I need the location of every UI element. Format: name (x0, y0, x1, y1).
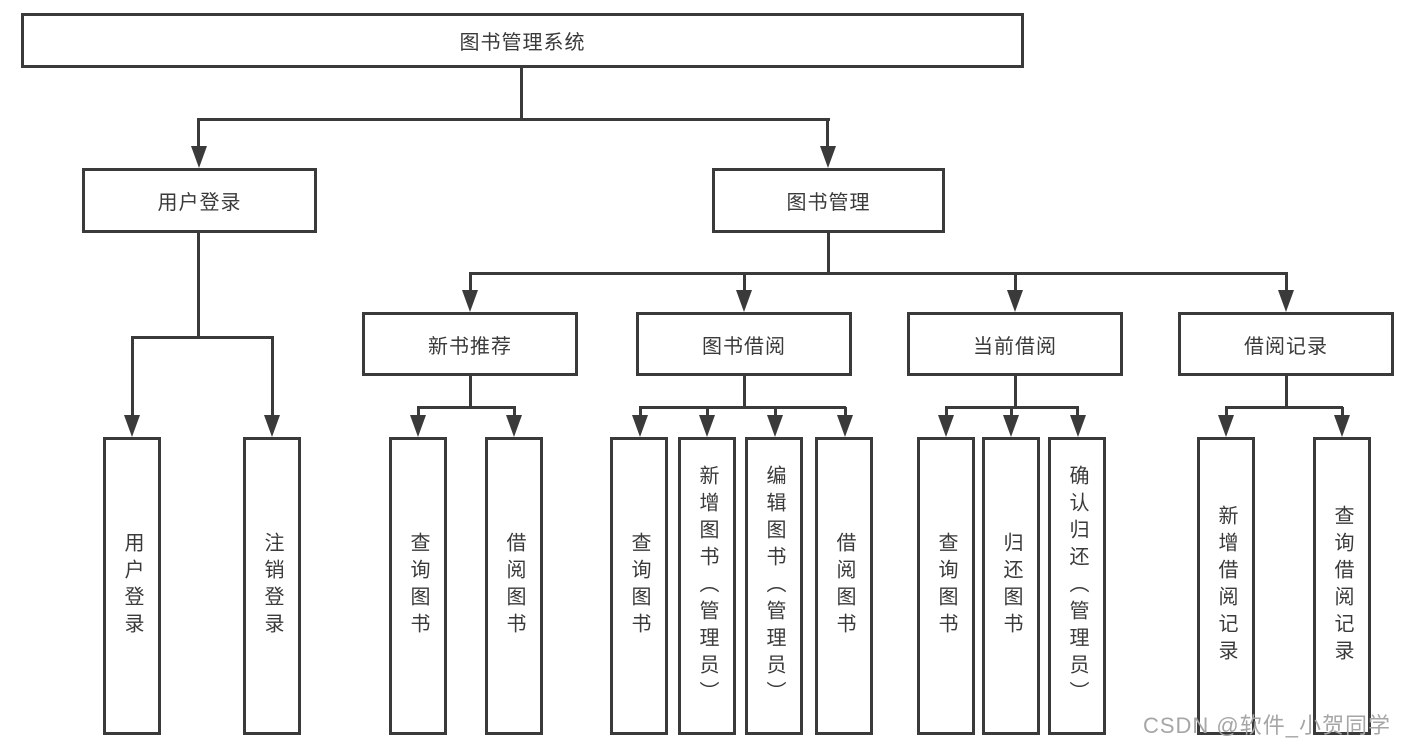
node-label: 图书管理系统 (459, 32, 586, 54)
leaf-edit-books-admin: 编辑图书（管理员） (745, 437, 803, 735)
node-book-management: 图书管理 (712, 168, 945, 233)
connector-drop (131, 337, 134, 420)
node-label: 借阅图书 (503, 532, 525, 640)
connector-user-login-rail (131, 336, 274, 339)
leaf-borrow-books: 借阅图书 (815, 437, 873, 735)
connector-drop (513, 407, 516, 421)
node-label: 新书推荐 (428, 335, 512, 358)
connector-drop (1341, 407, 1344, 421)
connector-level2-rail (197, 118, 830, 121)
leaf-logout: 注销登录 (243, 437, 301, 735)
connector-rail (417, 406, 516, 409)
leaf-query-books: 查询图书 (917, 437, 975, 735)
leaf-query-books: 查询图书 (610, 437, 668, 735)
node-label: 查询图书 (628, 532, 650, 640)
arrow-to-leaf (264, 415, 280, 437)
arrow-to-leaf (699, 415, 715, 437)
arrow-to-leaf (124, 415, 140, 437)
arrow-to-leaf (506, 415, 522, 437)
connector-drop (1285, 272, 1288, 296)
arrow-to-leaf (1334, 415, 1350, 437)
leaf-query-borrow-record: 查询借阅记录 (1313, 437, 1371, 735)
node-label: 新增图书（管理员） (696, 464, 718, 708)
leaf-add-borrow-record: 新增借阅记录 (1197, 437, 1255, 735)
connector-book-mgmt-stem (827, 233, 830, 274)
connector-rail (639, 406, 846, 409)
arrow-to-leaf (1003, 415, 1019, 437)
connector-stem (1014, 376, 1017, 408)
connector-drop (743, 272, 746, 296)
arrow-to-user-login (191, 146, 207, 168)
node-label: 查询图书 (935, 532, 957, 640)
connector-user-login-stem (197, 233, 200, 338)
arrow-to-borrow-records (1278, 290, 1294, 312)
csdn-watermark: CSDN @软件_小贺同学 (1142, 713, 1391, 738)
connector-book-mgmt-drop (826, 118, 829, 152)
node-label: 图书借阅 (702, 335, 786, 358)
arrow-to-leaf (1218, 415, 1234, 437)
connector-drop (639, 407, 642, 421)
node-label: 确认归还（管理员） (1066, 464, 1088, 708)
connector-drop (1014, 272, 1017, 296)
node-label: 用户登录 (121, 532, 143, 640)
connector-stem (469, 376, 472, 408)
node-current-borrowing: 当前借阅 (907, 312, 1123, 376)
leaf-borrow-books: 借阅图书 (485, 437, 543, 735)
node-label: 当前借阅 (973, 335, 1057, 358)
connector-drop (706, 407, 709, 421)
arrow-to-leaf (632, 415, 648, 437)
node-borrowing-records: 借阅记录 (1178, 312, 1394, 376)
arrow-to-book-mgmt (820, 146, 836, 168)
arrow-to-leaf (1070, 415, 1086, 437)
node-label: 查询借阅记录 (1331, 505, 1353, 667)
connector-drop (469, 272, 472, 296)
node-label: 注销登录 (261, 532, 283, 640)
arrow-to-leaf (938, 415, 954, 437)
connector-user-login-drop (197, 118, 200, 152)
node-library-system: 图书管理系统 (21, 13, 1024, 68)
leaf-user-login: 用户登录 (103, 437, 161, 735)
connector-drop (774, 407, 777, 421)
node-label: 借阅记录 (1244, 335, 1328, 358)
connector-drop (1076, 407, 1079, 421)
node-label: 查询图书 (407, 532, 429, 640)
connector-stem (743, 376, 746, 408)
node-label: 编辑图书（管理员） (763, 464, 785, 708)
connector-level3-rail (469, 272, 1287, 275)
node-label: 用户登录 (157, 192, 242, 214)
arrow-to-leaf (837, 415, 853, 437)
node-user-login: 用户登录 (82, 168, 317, 233)
connector-drop (1010, 407, 1013, 421)
arrow-to-new-book-rec (462, 290, 478, 312)
node-label: 新增借阅记录 (1215, 505, 1237, 667)
arrow-to-book-borrow (736, 290, 752, 312)
node-label: 借阅图书 (833, 532, 855, 640)
connector-drop (844, 407, 847, 421)
connector-stem (1285, 376, 1288, 408)
connector-drop (945, 407, 948, 421)
leaf-return-books: 归还图书 (982, 437, 1040, 735)
connector-rail (1225, 406, 1343, 409)
leaf-confirm-return-admin: 确认归还（管理员） (1048, 437, 1106, 735)
node-label: 归还图书 (1000, 532, 1022, 640)
leaf-query-books: 查询图书 (389, 437, 447, 735)
arrow-to-current-borrow (1007, 290, 1023, 312)
connector-root-stem (520, 68, 523, 120)
node-book-borrowing: 图书借阅 (636, 312, 852, 376)
node-label: 图书管理 (786, 192, 871, 214)
leaf-add-books-admin: 新增图书（管理员） (678, 437, 736, 735)
arrow-to-leaf (767, 415, 783, 437)
node-new-book-recommend: 新书推荐 (362, 312, 578, 376)
connector-drop (417, 407, 420, 421)
connector-drop (271, 337, 274, 420)
connector-drop (1225, 407, 1228, 421)
arrow-to-leaf (410, 415, 426, 437)
